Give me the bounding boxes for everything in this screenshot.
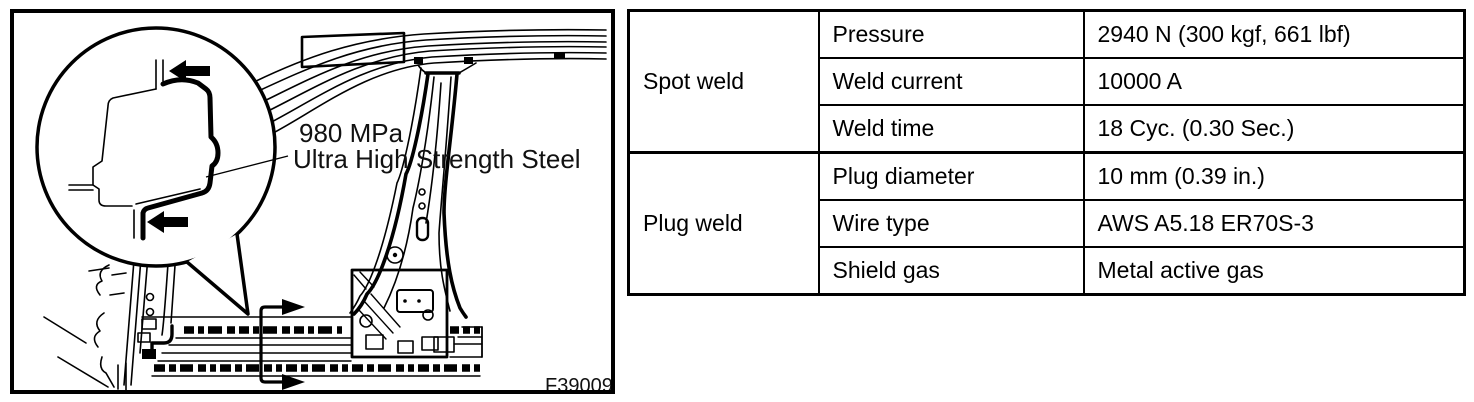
table-cell-value: Metal active gas — [1082, 246, 1466, 296]
table-cell-value: 2940 N (300 kgf, 661 lbf) — [1082, 9, 1466, 59]
table-row: Spot weld Pressure 2940 N (300 kgf, 661 … — [627, 9, 1466, 154]
table-cell-value: 10000 A — [1082, 57, 1466, 106]
figure-number: F39009 — [545, 375, 611, 390]
weld-spec-table: Spot weld Pressure 2940 N (300 kgf, 661 … — [627, 9, 1466, 296]
rocker-front-edge — [150, 324, 174, 357]
table-cell-param: Pressure — [817, 9, 1085, 59]
arrow-right-icon — [282, 374, 305, 390]
pillar-base-outline — [350, 268, 449, 359]
callout-balloon — [35, 26, 277, 316]
weld-point-arrows — [147, 60, 210, 233]
magnified-cross-section — [68, 59, 221, 241]
leader-line — [205, 155, 289, 178]
rocker-panel — [141, 316, 483, 377]
roof-rail — [253, 28, 607, 140]
table-row: Shield gas Metal active gas — [629, 246, 1466, 296]
table-row: Plug weld Plug diameter 10 mm (0.39 in.) — [627, 151, 1466, 296]
table-row: Weld time 18 Cyc. (0.30 Sec.) — [629, 104, 1466, 154]
welding-location-diagram: 980 MPa Ultra High Strength Steel F39009 — [10, 9, 615, 394]
car-body-art — [43, 28, 607, 390]
uhss-panel-outline — [140, 77, 221, 241]
arrow-left-icon — [147, 211, 188, 233]
front-pillar — [43, 248, 177, 390]
b-pillar — [349, 62, 477, 359]
inner-panel-outline — [68, 59, 201, 239]
table-cell-value: AWS A5.18 ER70S-3 — [1082, 199, 1466, 248]
table-group-label: Spot weld — [627, 9, 820, 154]
arrow-right-icon — [282, 299, 305, 315]
clip-mark — [464, 57, 473, 64]
table-cell-param: Weld current — [817, 57, 1085, 106]
table-cell-param: Weld time — [817, 104, 1085, 154]
arrow-left-icon — [169, 60, 210, 82]
rocker-weld-bracket — [259, 299, 305, 390]
table-cell-value: 18 Cyc. (0.30 Sec.) — [1082, 104, 1466, 154]
clip-mark — [554, 52, 565, 59]
callout-label-line2: Ultra High Strength Steel — [293, 144, 581, 174]
roof-rail-section-outline — [300, 31, 406, 69]
table-cell-param: Wire type — [817, 199, 1085, 248]
table-row: Wire type AWS A5.18 ER70S-3 — [629, 199, 1466, 248]
table-cell-param: Shield gas — [817, 246, 1085, 296]
table-cell-value: 10 mm (0.39 in.) — [1082, 151, 1466, 201]
table-cell-param: Plug diameter — [817, 151, 1085, 201]
balloon-tail — [185, 233, 250, 316]
body-side-illustration: 980 MPa Ultra High Strength Steel F39009 — [35, 26, 611, 390]
clip-mark — [414, 57, 423, 64]
table-group-label: Plug weld — [627, 151, 820, 296]
table-row: Weld current 10000 A — [629, 57, 1466, 106]
callout-label-line1: 980 MPa — [299, 118, 404, 148]
